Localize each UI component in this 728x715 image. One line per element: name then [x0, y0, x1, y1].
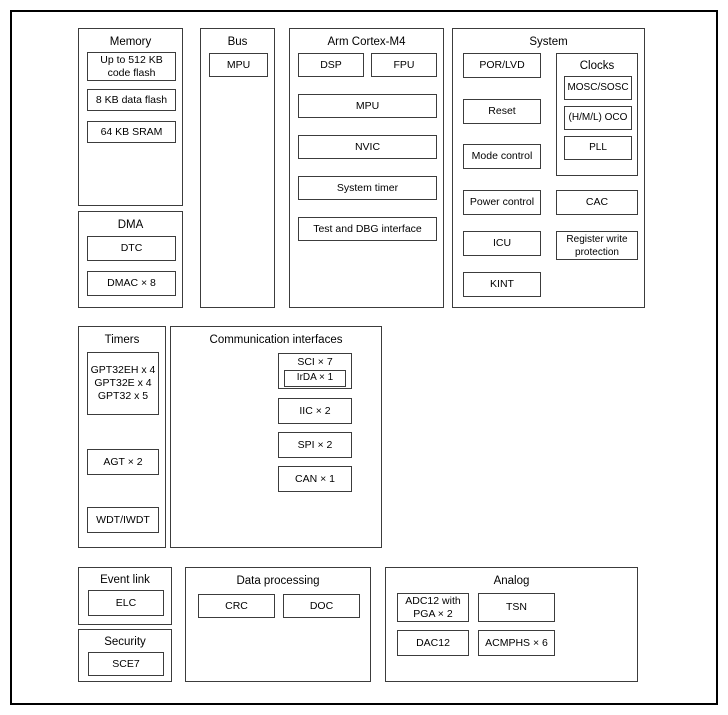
group-communication-interfaces: Communication interfaces SCI × 7 IrDA × … — [170, 326, 382, 548]
block-acmphs[interactable]: ACMPHS × 6 — [478, 630, 555, 656]
block-data-flash[interactable]: 8 KB data flash — [87, 89, 176, 111]
block-por-lvd[interactable]: POR/LVD — [463, 53, 541, 78]
group-timers: Timers GPT32EH x 4 GPT32E x 4 GPT32 x 5 … — [78, 326, 166, 548]
group-cpu: Arm Cortex-M4 DSP FPU MPU NVIC System ti… — [289, 28, 444, 308]
outer-frame — [10, 10, 718, 705]
group-data-processing-title: Data processing — [236, 575, 320, 587]
group-dma: DMA DTC DMAC × 8 — [78, 211, 183, 308]
block-gpt32[interactable]: GPT32EH x 4 GPT32E x 4 GPT32 x 5 — [87, 352, 159, 415]
block-dtc[interactable]: DTC — [87, 236, 176, 261]
block-sci[interactable]: SCI × 7 IrDA × 1 — [278, 353, 352, 389]
group-memory-title: Memory — [109, 36, 152, 48]
block-register-write-protection[interactable]: Register write protection — [556, 231, 638, 260]
group-bus-title: Bus — [227, 36, 248, 48]
block-nvic[interactable]: NVIC — [298, 135, 437, 159]
group-security: Security SCE7 — [78, 629, 172, 682]
block-dmac[interactable]: DMAC × 8 — [87, 271, 176, 296]
block-bus-mpu[interactable]: MPU — [209, 53, 268, 77]
block-mosc-sosc[interactable]: MOSC/SOSC — [564, 76, 632, 100]
block-fpu[interactable]: FPU — [371, 53, 437, 77]
block-kint[interactable]: KINT — [463, 272, 541, 297]
block-cac[interactable]: CAC — [556, 190, 638, 215]
group-analog: Analog ADC12 with PGA × 2 TSN DAC12 ACMP… — [385, 567, 638, 682]
block-iic[interactable]: IIC × 2 — [278, 398, 352, 424]
group-memory: Memory Up to 512 KB code flash 8 KB data… — [78, 28, 183, 206]
block-elc[interactable]: ELC — [88, 590, 164, 616]
block-agt[interactable]: AGT × 2 — [87, 449, 159, 475]
block-sci-label: SCI × 7 — [297, 356, 333, 368]
block-test-dbg-interface[interactable]: Test and DBG interface — [298, 217, 437, 241]
block-mode-control[interactable]: Mode control — [463, 144, 541, 169]
block-system-timer[interactable]: System timer — [298, 176, 437, 200]
block-oco[interactable]: (H/M/L) OCO — [564, 106, 632, 130]
group-analog-title: Analog — [493, 575, 530, 587]
group-communication-interfaces-title: Communication interfaces — [209, 334, 343, 346]
block-cpu-mpu[interactable]: MPU — [298, 94, 437, 118]
group-event-link: Event link ELC — [78, 567, 172, 625]
block-adc12[interactable]: ADC12 with PGA × 2 — [397, 593, 469, 622]
group-security-title: Security — [104, 636, 146, 648]
block-sce7[interactable]: SCE7 — [88, 652, 164, 676]
group-cpu-title: Arm Cortex-M4 — [327, 36, 406, 48]
group-system-title: System — [529, 36, 568, 48]
block-sram[interactable]: 64 KB SRAM — [87, 121, 176, 143]
block-tsn[interactable]: TSN — [478, 593, 555, 622]
block-code-flash[interactable]: Up to 512 KB code flash — [87, 52, 176, 81]
group-bus: Bus MPU — [200, 28, 275, 308]
group-system: System POR/LVD Reset Mode control Power … — [452, 28, 645, 308]
group-event-link-title: Event link — [100, 574, 150, 586]
block-spi[interactable]: SPI × 2 — [278, 432, 352, 458]
group-data-processing: Data processing CRC DOC — [185, 567, 371, 682]
block-pll[interactable]: PLL — [564, 136, 632, 160]
block-irda[interactable]: IrDA × 1 — [284, 370, 346, 387]
block-wdt-iwdt[interactable]: WDT/IWDT — [87, 507, 159, 533]
group-clocks: Clocks MOSC/SOSC (H/M/L) OCO PLL — [556, 53, 638, 176]
block-dsp[interactable]: DSP — [298, 53, 364, 77]
block-dac12[interactable]: DAC12 — [397, 630, 469, 656]
group-timers-title: Timers — [104, 334, 140, 346]
group-dma-title: DMA — [117, 219, 144, 231]
group-clocks-title: Clocks — [579, 60, 615, 72]
block-doc[interactable]: DOC — [283, 594, 360, 618]
block-can[interactable]: CAN × 1 — [278, 466, 352, 492]
block-icu[interactable]: ICU — [463, 231, 541, 256]
block-crc[interactable]: CRC — [198, 594, 275, 618]
block-reset[interactable]: Reset — [463, 99, 541, 124]
block-power-control[interactable]: Power control — [463, 190, 541, 215]
